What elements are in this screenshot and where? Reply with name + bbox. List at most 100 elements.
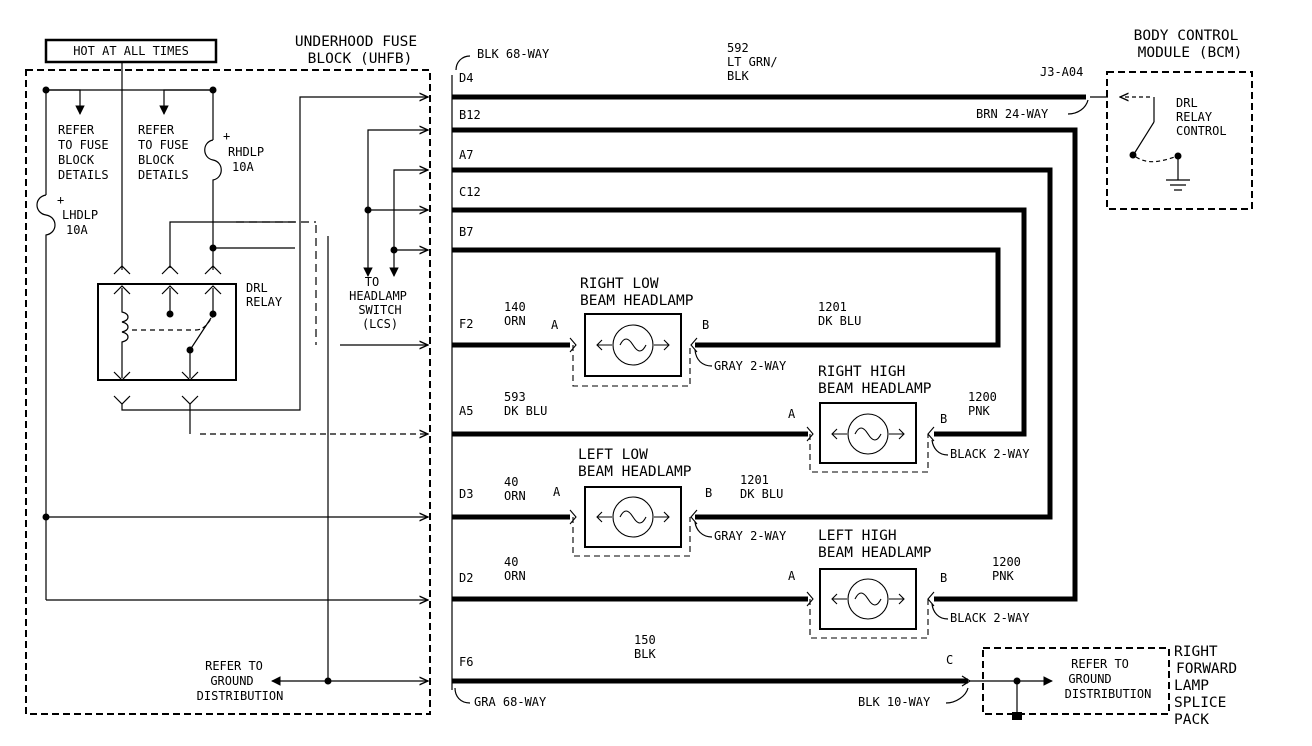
connector-leader xyxy=(931,439,949,456)
connector-gray2-label: GRAY 2-WAY xyxy=(714,359,787,373)
refer-ground-left-2: GROUND xyxy=(210,674,253,688)
wire-1201-left xyxy=(452,167,1053,520)
wire-1201a-color: DK BLU xyxy=(818,314,861,328)
left-high-title-1: LEFT HIGH xyxy=(818,528,897,544)
right-high-pin-b: B xyxy=(940,412,947,426)
right-high-beam-headlamp: RIGHT HIGH BEAM HEADLAMP A B BLACK 2-WAY xyxy=(788,364,1030,473)
relay-switch-arm xyxy=(189,317,212,351)
lhdlp-name: LHDLP xyxy=(62,208,98,222)
bcm-ctrl-label-2: RELAY xyxy=(1176,110,1213,124)
lamp-leads xyxy=(831,428,905,440)
lamp-body xyxy=(584,313,682,377)
right-high-pin-a: A xyxy=(788,407,796,421)
relay-feed-wire xyxy=(169,221,295,268)
connector-blk10-label: BLK 10-WAY xyxy=(858,695,931,709)
connector-leader xyxy=(945,687,969,704)
splice-pack-label-4: SPLICE xyxy=(1174,695,1226,711)
lamp-terminals xyxy=(569,509,698,525)
wire-1200a-color: PNK xyxy=(968,404,990,418)
connector-black2-label: BLACK 2-WAY xyxy=(950,447,1030,461)
relay-terminal xyxy=(161,265,179,275)
relay-mechanical-link xyxy=(195,315,214,331)
lamp-connector-outline xyxy=(809,434,929,473)
drl-relay-label-1: DRL xyxy=(246,281,268,295)
refer-fuse-left-4: DETAILS xyxy=(58,168,109,182)
wire-1200-left xyxy=(452,127,1078,602)
left-high-title-2: BEAM HEADLAMP xyxy=(818,545,932,561)
connector-leader xyxy=(454,687,471,704)
circuit-wires: 592 LT GRN/ BLK J3-A04 BRN 24-WAY 140 OR… xyxy=(452,41,1089,709)
junction-dot xyxy=(42,513,50,521)
switch-wire-a7 xyxy=(393,170,428,265)
lamp-body xyxy=(819,402,917,464)
relay-coil xyxy=(121,288,129,378)
lamp-body xyxy=(819,568,917,630)
connector-gra68-label: GRA 68-WAY xyxy=(474,695,547,709)
lhdlp-fuse-symbol xyxy=(36,194,56,600)
wire-1201b-color: DK BLU xyxy=(740,487,783,501)
splice-pack-label-5: PACK xyxy=(1174,712,1209,728)
ground-icon xyxy=(1166,179,1190,191)
junction-dot xyxy=(209,244,217,252)
lamp-connector-outline xyxy=(572,517,691,557)
refer-fuse-left-1: REFER xyxy=(58,123,95,137)
relay-contact xyxy=(209,310,217,318)
connector-black2-label: BLACK 2-WAY xyxy=(950,611,1030,625)
pin-a7: A7 xyxy=(459,148,473,162)
pin-c12: C12 xyxy=(459,185,481,199)
relay-terminal xyxy=(113,285,131,295)
refer-ground-left-3: DISTRIBUTION xyxy=(197,689,284,703)
bcm-control-link xyxy=(1135,155,1179,163)
lhdlp-plus: + xyxy=(57,193,64,207)
wire-1201-right xyxy=(452,247,1001,348)
refer-ground-right-1: REFER TO xyxy=(1071,657,1129,671)
wire-1200b-color: PNK xyxy=(992,569,1014,583)
relay-terminal xyxy=(181,371,199,381)
refer-fuse-right-1: REFER xyxy=(138,123,175,137)
wire-1200a-num: 1200 xyxy=(968,390,997,404)
splice-pack-label-1: RIGHT xyxy=(1174,644,1218,660)
wire-40b-color: ORN xyxy=(504,569,526,583)
pin-f2: F2 xyxy=(459,317,473,331)
junction-dot xyxy=(390,246,398,254)
lamp-leads xyxy=(596,339,670,351)
bcm-border xyxy=(1106,71,1253,210)
right-low-beam-headlamp: RIGHT LOW BEAM HEADLAMP A B GRAY 2-WAY xyxy=(551,276,787,387)
lamp-terminals xyxy=(806,591,935,607)
headlamp-switch-label-4: (LCS) xyxy=(362,317,398,331)
drl-relay-box xyxy=(97,283,237,381)
left-low-beam-headlamp: LEFT LOW BEAM HEADLAMP A B GRAY 2-WAY xyxy=(553,447,787,557)
left-high-beam-headlamp: LEFT HIGH BEAM HEADLAMP A B BLACK 2-WAY xyxy=(788,528,1030,639)
right-low-title-1: RIGHT LOW xyxy=(580,276,659,292)
connector-blk68-label: BLK 68-WAY xyxy=(477,47,550,61)
refer-fuse-arrow-right xyxy=(159,89,213,115)
rhdlp-name: RHDLP xyxy=(228,145,264,159)
headlamp-switch-label-3: SWITCH xyxy=(358,303,401,317)
right-high-title-2: BEAM HEADLAMP xyxy=(818,381,932,397)
left-high-pin-a: A xyxy=(788,569,796,583)
fuse-block-section: HOT AT ALL TIMES UNDERHOOD FUSE BLOCK (U… xyxy=(25,34,431,715)
wire-40a-num: 40 xyxy=(504,475,518,489)
rhdlp-plus: + xyxy=(223,129,230,143)
relay-terminal xyxy=(204,265,222,275)
wire-592-color2: BLK xyxy=(727,69,749,83)
splice-terminal xyxy=(1012,712,1022,720)
lamp-bulb xyxy=(612,324,654,366)
refer-fuse-right-2: TO FUSE xyxy=(138,138,189,152)
relay-terminal xyxy=(204,285,222,295)
rhdlp-rating: 10A xyxy=(232,160,254,174)
connector-column: BLK 68-WAY D4 B12 A7 C12 B7 F2 A5 D3 D2 … xyxy=(451,47,550,709)
connector-leader xyxy=(455,55,471,71)
refer-fuse-left-3: BLOCK xyxy=(58,153,95,167)
refer-fuse-right-3: BLOCK xyxy=(138,153,175,167)
rhdlp-fuse-symbol xyxy=(204,139,222,270)
hot-at-all-times-label: HOT AT ALL TIMES xyxy=(73,44,189,58)
refer-fuse-right-4: DETAILS xyxy=(138,168,189,182)
lamp-filament xyxy=(619,510,647,524)
wire-593-color: DK BLU xyxy=(504,404,547,418)
right-low-title-2: BEAM HEADLAMP xyxy=(580,293,694,309)
junction-dot xyxy=(324,677,332,685)
splice-pack-label-3: LAMP xyxy=(1174,678,1209,694)
pin-a5: A5 xyxy=(459,404,473,418)
